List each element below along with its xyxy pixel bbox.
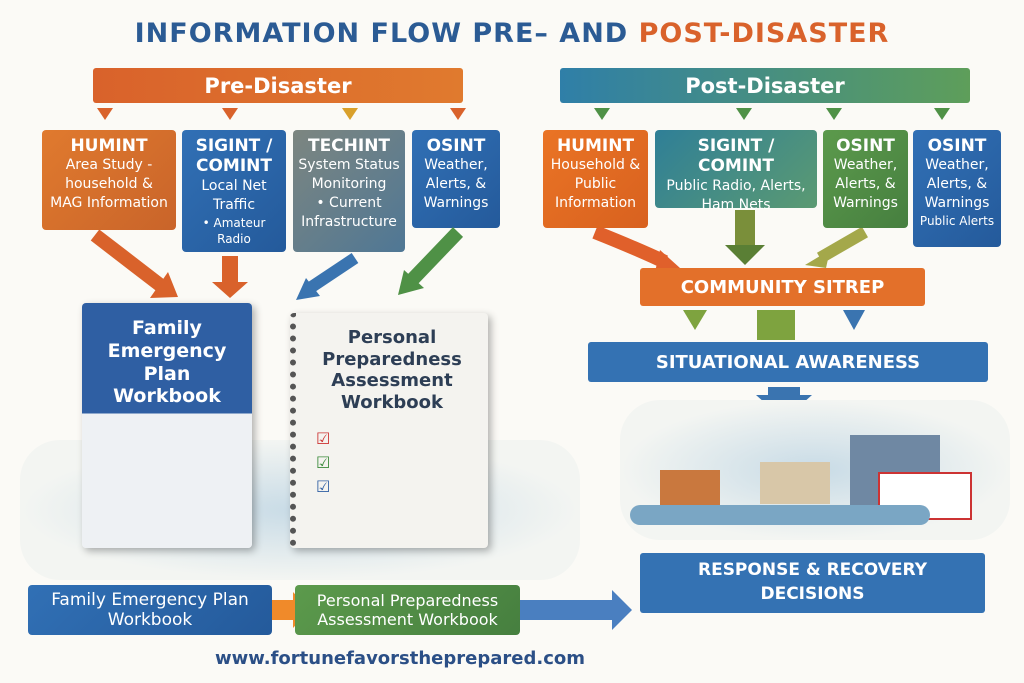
flow-arrow [406,227,464,285]
box-line: • Amateur Radio [202,215,266,246]
post-sigint-box: SIGINT / COMINT Public Radio, Alerts, Ha… [655,130,817,213]
response-recovery-decisions-box: RESPONSE & RECOVERY DECISIONS [640,553,985,613]
flow-arrow-head [843,310,865,330]
box-heading: SIGINT / COMINT [697,136,775,177]
box-line: Weather, [925,157,989,174]
family-workbook-cover: Family Emergency Plan Workbook [82,303,252,548]
pre-osint-box: OSINT Weather, Alerts, & Warnings [412,130,500,228]
arrow-down-icon [222,108,238,120]
personal-workbook-cover: Personal Preparedness Assessment Workboo… [290,313,488,548]
box-line: Public Radio, Alerts, [666,177,806,194]
flow-arrow-head [150,272,178,298]
flow-arrow-right [520,590,632,630]
box-line: Ham Nets [701,196,771,213]
box-line: Monitoring [311,176,387,193]
box-line: Local Net [201,177,267,194]
page-title: INFORMATION FLOW PRE– AND POST-DISASTER [0,18,1024,49]
pre-humint-box: HUMINT Area Study - household & MAG Info… [42,130,176,230]
box-heading: SIGINT / COMINT [195,136,273,177]
flow-arrow-head [655,250,680,272]
arrow-down-icon [826,108,842,120]
personal-workbook-title: Personal Preparedness Assessment Workboo… [322,327,462,413]
arrow-down-icon [342,108,358,120]
box-line: Weather, [424,157,488,174]
pre-techint-box: TECHINT System Status Monitoring • Curre… [293,130,405,252]
house-illustration [760,462,830,504]
flow-arrow-head [725,245,765,265]
box-line: Alerts, & [425,176,487,193]
box-line: Warnings [833,195,898,212]
box-line: Public [574,176,617,193]
personal-workbook-box: Personal Preparedness Assessment Workboo… [295,585,520,635]
flow-arrow-head [683,310,707,330]
box-line: Public Alerts [919,214,995,229]
post-osint-public-box: OSINT Weather, Alerts, & Warnings Public… [913,130,1001,247]
box-line: • Current [316,195,382,212]
flow-arrow-head [212,282,248,298]
flow-arrow [306,253,359,293]
arrow-down-icon [934,108,950,120]
family-workbook-box: Family Emergency Plan Workbook [28,585,272,635]
checklist-icon: ☑☑☑ [316,429,331,497]
flow-arrow-head [805,250,830,268]
pre-sigint-box: SIGINT / COMINT Local Net Traffic • Amat… [182,130,286,252]
box-heading: HUMINT [70,136,148,156]
box-heading: OSINT [927,136,987,156]
title-part-pre: INFORMATION FLOW PRE– AND [134,18,639,49]
box-line: Warnings [423,195,489,212]
flow-arrow [757,310,795,340]
box-heading: TECHINT [307,136,391,156]
box-line: Area Study - [65,157,153,174]
flow-arrow [90,229,165,291]
family-workbook-title: Family Emergency Plan Workbook [107,317,227,408]
disaster-scene-illustration [620,400,1010,540]
box-line: Household & [550,157,641,174]
flow-arrow [735,210,755,245]
arrow-down-icon [450,108,466,120]
arrow-down-icon [594,108,610,120]
box-line: household & [65,176,153,193]
pre-disaster-header: Pre-Disaster [93,68,463,103]
arrow-down-icon [736,108,752,120]
box-line: Alerts, & [835,176,896,193]
box-line: Weather, [833,157,898,174]
title-part-post: POST-DISASTER [638,18,890,49]
box-line: System Status [298,157,400,174]
box-line: Infrastructure [301,214,397,231]
box-heading: HUMINT [556,136,635,156]
box-line: Alerts, & [926,176,988,193]
arrow-down-icon [97,108,113,120]
post-osint-box: OSINT Weather, Alerts, & Warnings [823,130,908,228]
box-heading: OSINT [836,136,895,156]
box-heading: OSINT [426,136,486,156]
flow-arrow-head [398,270,424,295]
flow-arrow-head [296,278,320,300]
website-url[interactable]: www.fortunefavorstheprepared.com [215,648,585,669]
flow-arrow [592,225,669,269]
box-line: Warnings [924,195,990,212]
community-sitrep-box: COMMUNITY SITREP [640,268,925,306]
situational-awareness-box: SITUATIONAL AWARENESS [588,342,988,382]
flow-arrow [222,256,238,282]
box-line: Information [554,195,637,212]
house-illustration [660,470,720,505]
box-line: Traffic [212,196,256,213]
flood-water [630,505,930,525]
post-humint-box: HUMINT Household & Public Information [543,130,648,228]
box-line: MAG Information [50,195,168,212]
post-disaster-header: Post-Disaster [560,68,970,103]
